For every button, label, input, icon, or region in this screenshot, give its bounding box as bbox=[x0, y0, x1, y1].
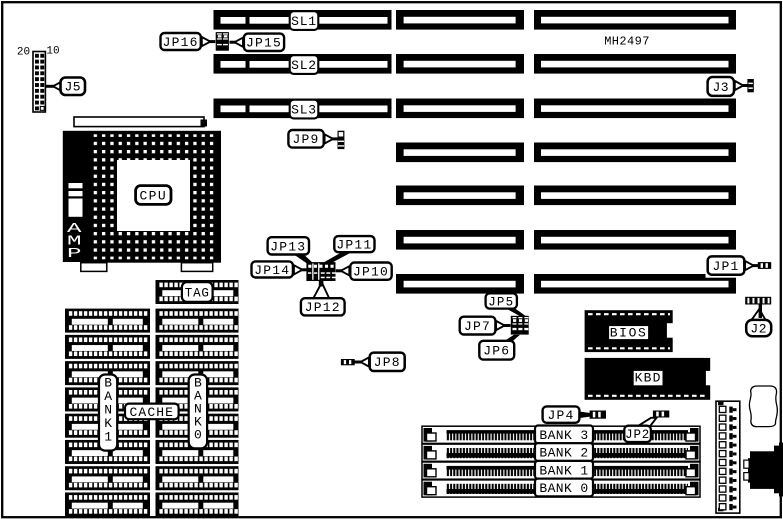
svg-text:JP13: JP13 bbox=[270, 239, 306, 254]
svg-text:JP9: JP9 bbox=[293, 132, 320, 147]
svg-text:KBD: KBD bbox=[635, 371, 662, 386]
svg-text:N: N bbox=[194, 402, 202, 417]
svg-text:SL2: SL2 bbox=[291, 58, 317, 73]
svg-text:BIOS: BIOS bbox=[610, 326, 648, 341]
svg-text:CACHE: CACHE bbox=[130, 405, 175, 420]
svg-text:B: B bbox=[194, 376, 202, 391]
svg-text:JP6: JP6 bbox=[483, 344, 510, 359]
svg-text:BANK 0: BANK 0 bbox=[539, 481, 588, 496]
svg-text:J3: J3 bbox=[712, 80, 729, 95]
svg-text:MH2497: MH2497 bbox=[604, 35, 650, 49]
svg-text:BANK 2: BANK 2 bbox=[539, 446, 588, 461]
svg-text:SL1: SL1 bbox=[291, 14, 317, 29]
svg-text:A: A bbox=[104, 389, 112, 404]
svg-text:JP12: JP12 bbox=[305, 300, 341, 315]
svg-text:JP2: JP2 bbox=[625, 428, 650, 442]
svg-text:P: P bbox=[67, 247, 82, 262]
svg-text:JP16: JP16 bbox=[163, 35, 199, 50]
svg-text:20: 20 bbox=[17, 47, 30, 59]
svg-text:N: N bbox=[104, 403, 112, 418]
svg-text:0: 0 bbox=[194, 428, 202, 443]
svg-text:10: 10 bbox=[46, 46, 59, 58]
svg-text:1: 1 bbox=[104, 430, 112, 445]
svg-text:BANK 3: BANK 3 bbox=[539, 428, 588, 443]
svg-text:J2: J2 bbox=[750, 322, 767, 337]
svg-text:JP8: JP8 bbox=[374, 355, 401, 370]
svg-text:B: B bbox=[104, 376, 112, 391]
svg-text:K: K bbox=[104, 416, 112, 431]
svg-text:JP14: JP14 bbox=[254, 263, 290, 278]
svg-text:A: A bbox=[194, 389, 202, 404]
svg-text:M: M bbox=[67, 235, 82, 250]
svg-text:SL3: SL3 bbox=[291, 102, 317, 117]
svg-text:TAG: TAG bbox=[185, 286, 210, 300]
svg-text:JP10: JP10 bbox=[353, 265, 389, 280]
svg-text:JP4: JP4 bbox=[547, 408, 574, 423]
svg-text:CPU: CPU bbox=[139, 188, 167, 203]
svg-text:BANK 1: BANK 1 bbox=[539, 463, 588, 478]
svg-text:A: A bbox=[67, 222, 83, 237]
svg-text:JP7: JP7 bbox=[464, 319, 491, 334]
svg-text:K: K bbox=[194, 415, 202, 430]
svg-text:JP15: JP15 bbox=[246, 36, 282, 51]
svg-text:J5: J5 bbox=[64, 80, 81, 95]
svg-text:JP11: JP11 bbox=[336, 238, 372, 253]
svg-text:JP1: JP1 bbox=[712, 259, 739, 274]
svg-text:JP5: JP5 bbox=[488, 295, 514, 309]
